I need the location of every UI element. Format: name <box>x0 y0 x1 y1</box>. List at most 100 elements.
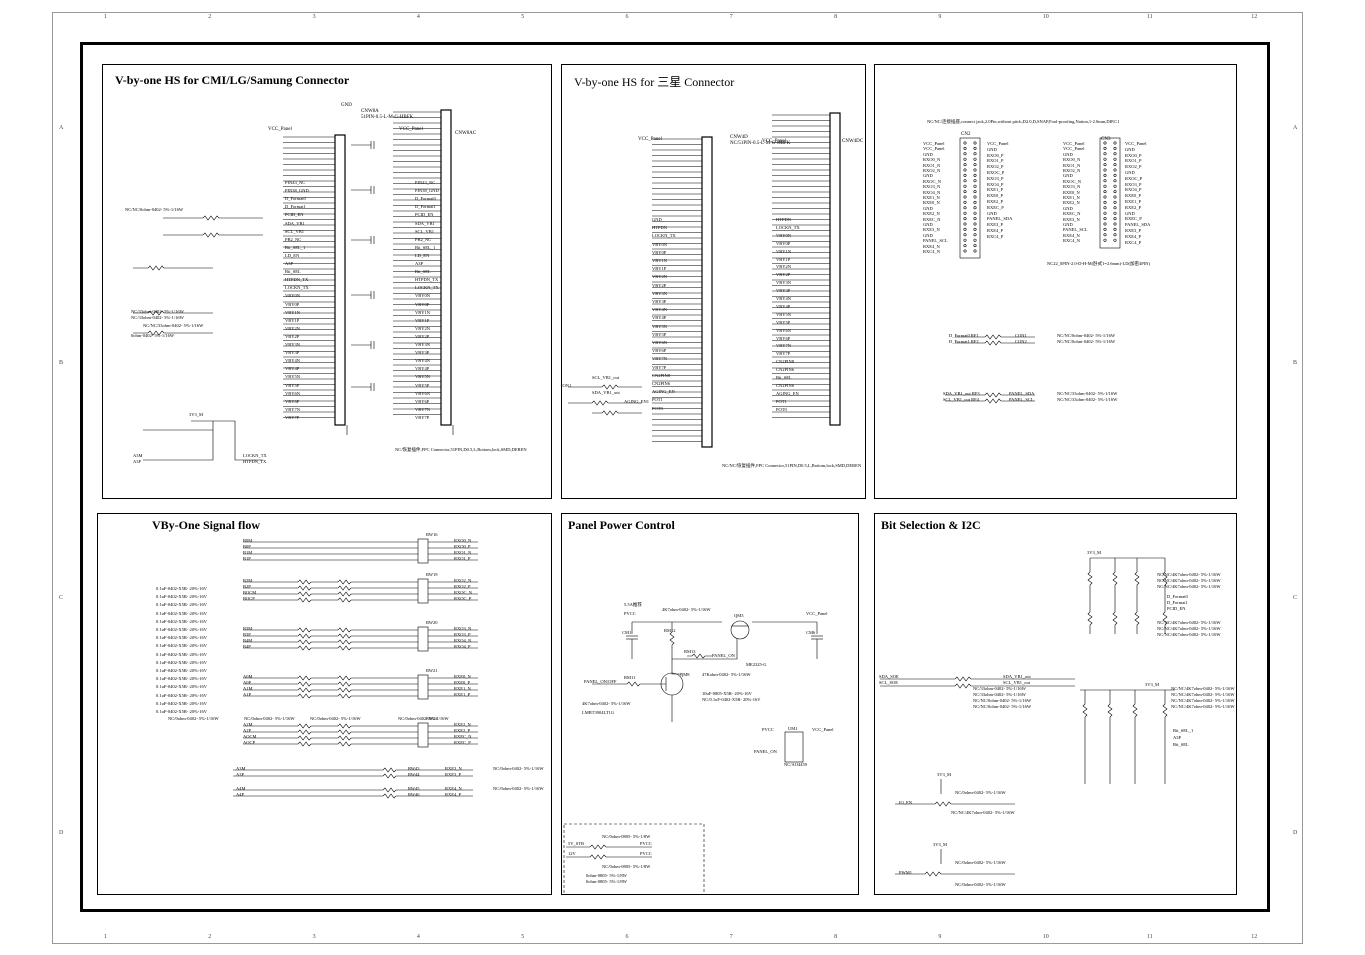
cap1-note: 10uF-0805-X5R- 20%-16V <box>702 691 752 696</box>
cn3-pin-right: RXC4_P <box>1125 239 1142 245</box>
ruler-col-bottom: 8 <box>834 934 838 940</box>
cmi-signal-left: SCL_VB1 <box>285 228 305 234</box>
cn3-pin-right: RXE3_P <box>1125 228 1142 233</box>
cmi-signal-right: VBY6N <box>415 390 431 396</box>
flow-r-note: NC/0ohm-0402- 5%-1/16W <box>398 716 449 721</box>
cmi-signal-left: SDA_VB1 <box>285 220 305 226</box>
power-wiring <box>563 620 823 894</box>
flow-rn: RW19 <box>426 572 438 577</box>
cn3-pin-right: RXE1_P <box>1125 199 1142 204</box>
cmi-signal-right: VBY4N <box>415 358 431 364</box>
cmi-signal-right: VBY4P <box>415 366 430 372</box>
flow-r-note: NC/0ohm-0402- 5%-1/16W <box>168 716 219 721</box>
rail-pwm: 3V3_M <box>933 842 948 847</box>
cmi-signal-right: VBY3P <box>415 350 430 356</box>
conn-ref: CNW4D <box>730 135 748 140</box>
lvds-r-net: SCL_VB1_out RF4 <box>943 397 979 402</box>
bs-right-note: NC/NC/4K7ohm-0402- 5%-1/16W <box>1171 692 1235 697</box>
panel-vbyone-samsung: V-by-one HS for 三星 Connector CNW4D NC/51… <box>561 64 866 499</box>
cn2-pin-left: RXO3_N <box>923 184 941 190</box>
flow-src: B4M <box>243 638 253 643</box>
cmi-signal-left: Bit_SEL <box>285 269 301 275</box>
panel-on-label: PANEL_ON <box>712 653 735 658</box>
flow-bottom-note: NC/0ohm-0402- 5%-1/16W <box>493 766 544 771</box>
lvds-r-note: NC/NC/33ohm-0402- 5%-1/16W <box>1057 397 1118 402</box>
bs-top-note: NC/NC/4K7ohm-0402- 5%-1/16W <box>1157 584 1221 589</box>
cmi-signal-right: SDA_VB1 <box>415 220 435 226</box>
samsung-left-signal: VBY1N <box>652 258 668 263</box>
samsung-right-signal: CN2PIN6 <box>776 367 795 373</box>
ruler-row: C <box>59 595 64 601</box>
ruler-row: D <box>59 830 64 836</box>
cmi-signal-left: VBY3N <box>285 342 301 347</box>
samsung-left-signal: VBY2N <box>652 274 668 280</box>
ruler-col: 11 <box>1147 14 1153 20</box>
flow-dst: RXO1_P <box>454 556 471 561</box>
cn3-pin-right: VCC_Panel <box>1125 141 1147 146</box>
flow-src: A1P <box>243 692 252 697</box>
cmi-note: NC/33ohm-0402- 5%-1/16W <box>131 315 184 320</box>
bot-note-2: NC/0ohm-0805- 5%-1/8W <box>602 864 651 869</box>
rail-top: 3V3_M <box>1087 550 1102 555</box>
panel-onoff: PANEL_ON/OFF <box>584 679 617 684</box>
r1-note: 4K7ohm-0402- 5%-1/16W <box>662 607 711 612</box>
cn3-pin-right: RXO3_P <box>1125 181 1142 187</box>
ruler-col-bottom: 12 <box>1251 934 1258 940</box>
cmi-signal-left: VBY5N <box>285 374 301 380</box>
conn-ref: CNW8A <box>361 109 379 114</box>
samsung-right-signal: VBY1P <box>776 256 791 262</box>
pvcc-label: PVCC <box>624 611 636 616</box>
cn2-pin-right: RXE1_P <box>987 187 1004 193</box>
samsung-left-signal: VBY2P <box>652 282 667 288</box>
cmi-signal-right: VBY3N <box>415 342 431 347</box>
samsung-left-signal: POT0 <box>652 405 663 411</box>
samsung-left-signal: VBY5N <box>652 323 668 329</box>
lvds-r-note: NC/NC/33ohm-0402- 5%-1/16W <box>1057 391 1118 396</box>
cn2-pin-right: RXE3_P <box>987 222 1004 228</box>
samsung-left-signal: VBY6P <box>652 348 667 354</box>
samsung-left-signal: VBY0P <box>652 249 667 255</box>
flow-dst: RXEC_N <box>454 734 472 739</box>
rm13-label: RM13 <box>684 649 696 654</box>
cn3-pin-left: GND <box>1063 173 1073 179</box>
flow-bottom-rn: RW43 <box>408 766 420 771</box>
cn2-pin-left: RXE4_N <box>923 243 940 249</box>
flow-rn: RW16 <box>426 532 438 537</box>
samsung-left-signal: GND <box>652 217 662 222</box>
cn3-pin-left: RXE2_N <box>1063 200 1080 206</box>
flow-src: A2M <box>243 722 253 727</box>
cmi-signal-left: VBY3P <box>285 350 300 356</box>
cn2-pin-right: RXC4_P <box>987 233 1004 239</box>
cn2-ref: CN2 <box>961 132 971 137</box>
vcc-label-2: VCC_Panel <box>762 139 786 144</box>
q-part: ME2325-G <box>746 662 767 667</box>
cn2-pin-left: GND <box>923 205 933 211</box>
cn3-pin-right: RXEC_P <box>1125 216 1142 222</box>
cn2-pin-left: RXE1_N <box>923 195 940 200</box>
cmi-signal-right: VBY5P <box>415 382 430 388</box>
ruler-col: 10 <box>1042 14 1049 20</box>
cn2-pin-left: PANEL_SCL <box>923 238 948 244</box>
cn3-pin-right: RXO4_P <box>1125 187 1142 193</box>
cmi-signal-right: VBY2P <box>415 333 430 339</box>
flow-dst: RXO1_N <box>454 550 472 555</box>
flow-r-note: NC/0ohm-0402- 5%-1/16W <box>310 716 361 721</box>
samsung-left-signal: VBY5P <box>652 331 667 337</box>
ruler-col-bottom: 9 <box>938 934 942 940</box>
samsung-left-signal: VBY4P <box>652 315 667 321</box>
cn3-pin-left: RXO1_N <box>1063 162 1081 168</box>
bot-note-1: NC/0ohm-0805- 5%-1/8W <box>602 834 651 839</box>
flow-r-note: NC/0ohm-0402- 5%-1/16W <box>244 716 295 721</box>
flow-dst: RXE0_P <box>454 680 471 685</box>
conn-part: 51PIN-0.5-L-M-G-HBFK <box>361 115 414 120</box>
flow-dst: RXO4_P <box>454 644 471 649</box>
cmi-signal-right: Bit_SEL <box>415 269 431 275</box>
flow-bottom-src: A3M <box>236 766 246 771</box>
cn3-pin-right: PANEL_SDA <box>1125 222 1151 228</box>
samsung-right-signal: VBY4N <box>776 296 792 301</box>
cmi-signal-right: PIN38_GND <box>415 188 439 194</box>
cn3-pin-left: RXOC_N <box>1063 178 1082 184</box>
um-vcc: VCC_Panel <box>812 727 834 732</box>
cmi-signal-left: A3P <box>285 261 294 266</box>
